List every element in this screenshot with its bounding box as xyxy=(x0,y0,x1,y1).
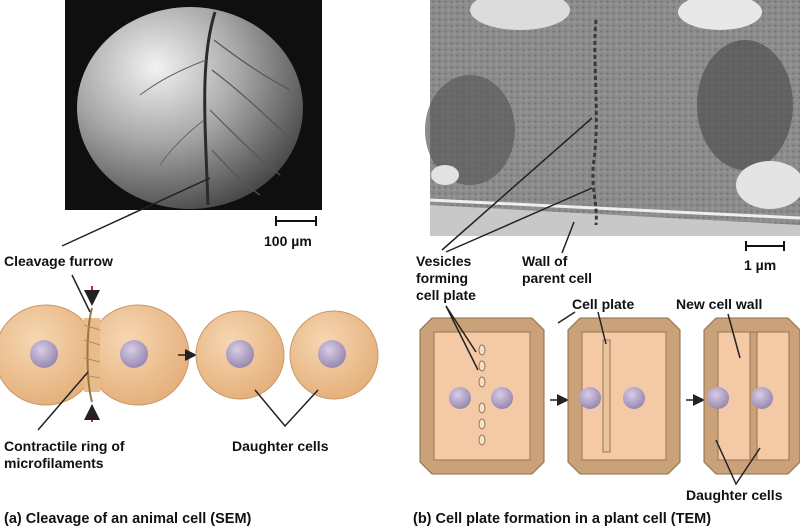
label-daughter-cells-b: Daughter cells xyxy=(686,487,783,503)
label-cell-plate: Cell plate xyxy=(572,296,635,312)
sem-micrograph xyxy=(65,0,322,210)
label-vesicles-line1: Vesicles xyxy=(416,253,472,269)
plant-daughter-cells xyxy=(703,317,800,475)
scale-label-a: 100 µm xyxy=(264,233,312,249)
label-new-cell-wall: New cell wall xyxy=(676,296,763,312)
plant-cell-vesicles xyxy=(419,317,545,475)
caption-a: (a) Cleavage of an animal cell (SEM) xyxy=(4,511,252,527)
daughter-cells-animal xyxy=(195,310,379,400)
animal-cell-cleaving xyxy=(0,286,190,422)
leader-cleavage-furrow-sem xyxy=(61,177,211,247)
label-daughter-cells-a: Daughter cells xyxy=(232,438,329,454)
label-wall-line2: parent cell xyxy=(522,270,593,286)
label-contractile-ring-line1: Contractile ring of xyxy=(4,438,125,454)
label-vesicles-line3: cell plate xyxy=(416,287,476,303)
plant-cell-with-plate xyxy=(567,317,681,475)
label-vesicles-line2: forming xyxy=(416,270,469,286)
label-wall-line1: Wall of xyxy=(522,253,568,269)
label-contractile-ring-line2: microfilaments xyxy=(4,455,104,471)
scale-label-b: 1 µm xyxy=(744,257,777,273)
tem-micrograph xyxy=(425,0,800,236)
label-cleavage-furrow: Cleavage furrow xyxy=(4,253,113,269)
caption-b: (b) Cell plate formation in a plant cell… xyxy=(413,511,712,527)
